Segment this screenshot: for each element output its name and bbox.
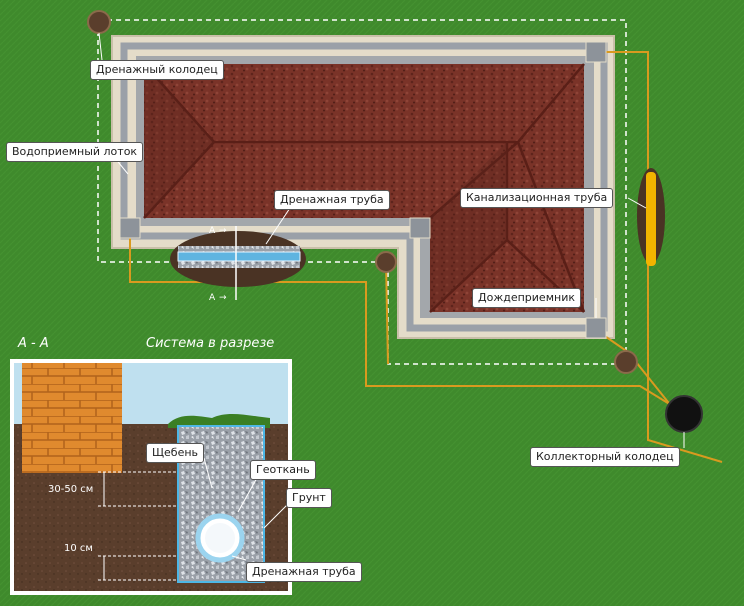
rain-inlet-grates bbox=[119, 41, 607, 339]
roof-ridges bbox=[143, 63, 586, 313]
collector-well bbox=[665, 395, 703, 433]
label-drain-pipe: Дренажная труба bbox=[274, 190, 390, 210]
drain-pipe-cut bbox=[177, 251, 301, 262]
label-rain-inlet: Дождеприемник bbox=[472, 288, 581, 308]
drain-well-top bbox=[87, 10, 111, 34]
section-brick-wall bbox=[22, 363, 122, 473]
label-gravel: Щебень bbox=[146, 443, 205, 463]
section-marker-top: A bbox=[209, 226, 216, 236]
drain-well-mid bbox=[375, 251, 397, 273]
label-water-tray: Водоприемный лоток bbox=[6, 142, 144, 162]
section-marker-bottom: A bbox=[209, 293, 216, 303]
label-drain-well: Дренажный колодец bbox=[90, 60, 224, 80]
svg-text:→: → bbox=[219, 226, 227, 236]
depth-dimensions bbox=[98, 471, 178, 581]
label-section-pipe: Дренажная труба bbox=[246, 562, 362, 582]
roof bbox=[144, 64, 584, 312]
section-title: Система в разрезе bbox=[146, 336, 275, 351]
depth-label-1: 30-50 см bbox=[48, 484, 94, 495]
label-leaders bbox=[98, 32, 685, 448]
section-marker: A - A bbox=[18, 336, 49, 351]
svg-text:→: → bbox=[219, 293, 227, 303]
section-leaders bbox=[203, 457, 289, 561]
label-collector-well: Коллекторный колодец bbox=[530, 447, 680, 467]
label-soil: Грунт bbox=[286, 488, 332, 508]
drain-well-right bbox=[614, 350, 638, 374]
label-sewer-pipe: Канализационная труба bbox=[460, 188, 614, 208]
depth-label-2: 10 см bbox=[64, 543, 93, 554]
label-geotextile: Геоткань bbox=[250, 460, 316, 480]
sewer-pipe bbox=[646, 172, 656, 266]
section-grass bbox=[168, 413, 270, 428]
